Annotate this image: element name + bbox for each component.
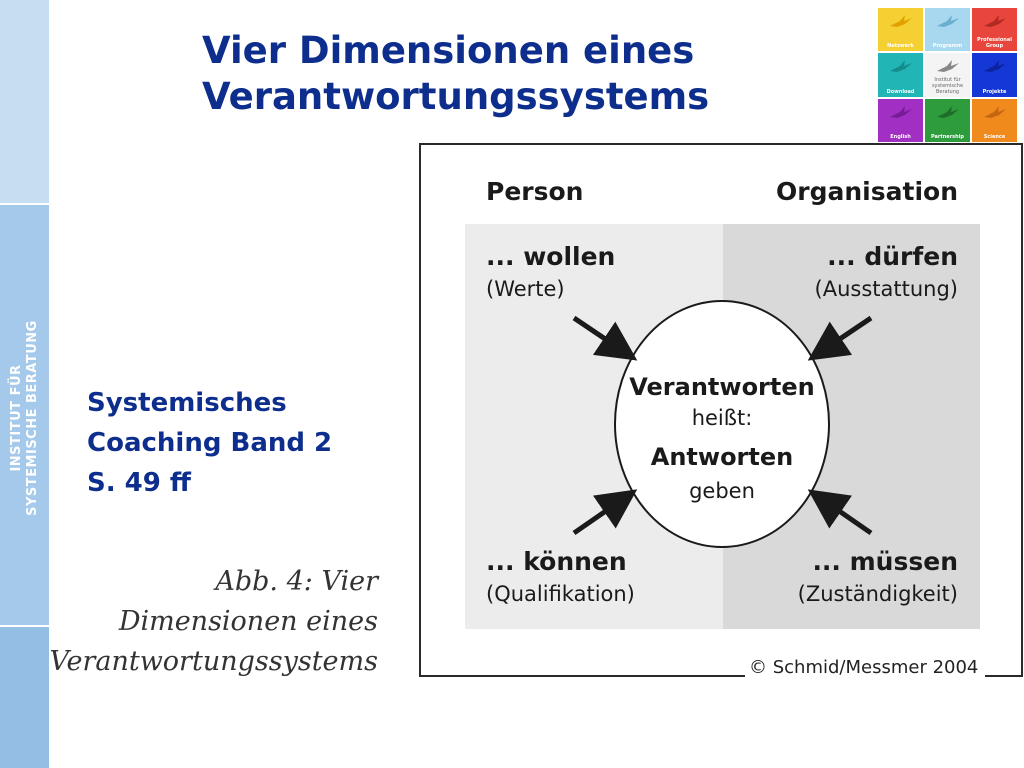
duerfen-label: ... dürfen <box>827 242 958 271</box>
tile-4[interactable]: Institut für systemische Beratung <box>925 53 970 97</box>
bird-icon <box>984 105 1006 118</box>
arrow-bottom-left <box>572 489 638 536</box>
bird-icon <box>890 105 912 118</box>
ausstattung-label: (Ausstattung) <box>815 277 958 301</box>
bird-icon <box>984 15 1006 27</box>
side-band-divider <box>0 203 49 205</box>
tile-label: Programm <box>932 43 963 50</box>
responsibility-diagram: Person Organisation ... wollen (Werte) .… <box>465 177 980 629</box>
side-band-divider <box>0 625 49 627</box>
caption-line2: Dimensionen eines <box>118 606 378 637</box>
page-title: Vier Dimensionen eines Verantwortungssys… <box>202 28 709 120</box>
frame-bottom-line <box>419 675 745 677</box>
koennen-label: ... können <box>486 547 627 576</box>
arrow-top-left <box>572 315 638 361</box>
werte-label: (Werte) <box>486 277 565 301</box>
tile-label: Institut für systemische Beratung <box>931 76 964 95</box>
tile-label: Science <box>983 133 1006 140</box>
frame-bottom-line <box>985 675 1023 677</box>
caption-line1: Abb. 4: Vier <box>215 566 378 597</box>
side-band-segment-middle <box>0 205 49 625</box>
institute-vertical-label: INSTITUT FÜR SYSTEMISCHE BERATUNG <box>9 320 41 516</box>
wollen-label: ... wollen <box>486 242 615 271</box>
bird-icon <box>890 60 912 73</box>
zustaendigkeit-label: (Zuständigkeit) <box>798 582 958 606</box>
bird-icon <box>937 60 959 73</box>
tile-label: Partnership <box>930 133 964 140</box>
tile-5[interactable]: Projekte <box>972 53 1017 97</box>
center-ellipse <box>614 300 830 548</box>
center-verantworten: Verantworten <box>629 373 814 401</box>
center-heisst: heißt: <box>692 406 753 430</box>
tile-label: English <box>890 133 911 140</box>
side-band-segment-top <box>0 0 49 203</box>
reference-line1: Systemisches <box>87 388 287 418</box>
page-title-line1: Vier Dimensionen eines <box>202 29 695 72</box>
bird-icon <box>984 60 1006 73</box>
qualifikation-label: (Qualifikation) <box>486 582 635 606</box>
tile-label: Netzwerk <box>887 43 914 50</box>
tile-label: Download <box>886 88 915 95</box>
tile-8[interactable]: Science <box>972 98 1017 142</box>
bird-icon <box>890 15 912 27</box>
header-organisation: Organisation <box>776 177 958 206</box>
arrow-bottom-right <box>807 489 873 536</box>
tile-1[interactable]: Programm <box>925 8 970 52</box>
bird-icon <box>937 105 959 118</box>
bird-icon <box>937 15 959 27</box>
tile-2[interactable]: Professional Group <box>972 8 1017 52</box>
arrow-top-right <box>807 315 873 361</box>
tile-7[interactable]: Partnership <box>925 98 970 142</box>
tile-0[interactable]: Netzwerk <box>878 8 923 52</box>
side-band-segment-bottom <box>0 627 49 768</box>
center-antworten: Antworten <box>651 443 793 471</box>
institute-label-line2: SYSTEMISCHE BERATUNG <box>25 320 40 516</box>
book-reference: Systemisches Coaching Band 2 S. 49 ff <box>87 383 332 503</box>
page-title-line2: Verantwortungssystems <box>202 75 710 118</box>
center-geben: geben <box>689 479 755 503</box>
side-band: INSTITUT FÜR SYSTEMISCHE BERATUNG <box>0 0 49 768</box>
reference-line2: Coaching Band 2 <box>87 428 333 458</box>
institute-label-line1: INSTITUT FÜR <box>9 364 24 472</box>
tile-3[interactable]: Download <box>878 53 923 97</box>
figure-caption: Abb. 4: Vier Dimensionen eines Verantwor… <box>49 562 378 682</box>
copyright-notice: © Schmid/Messmer 2004 <box>749 657 979 678</box>
header-person: Person <box>486 177 583 206</box>
muessen-label: ... müssen <box>812 547 958 576</box>
tile-label: Professional Group <box>977 37 1012 50</box>
reference-line3: S. 49 ff <box>87 468 191 498</box>
tile-label: Projekte <box>982 88 1007 95</box>
caption-line3: Verantwortungssystems <box>49 646 378 677</box>
tile-6[interactable]: English <box>878 98 923 142</box>
